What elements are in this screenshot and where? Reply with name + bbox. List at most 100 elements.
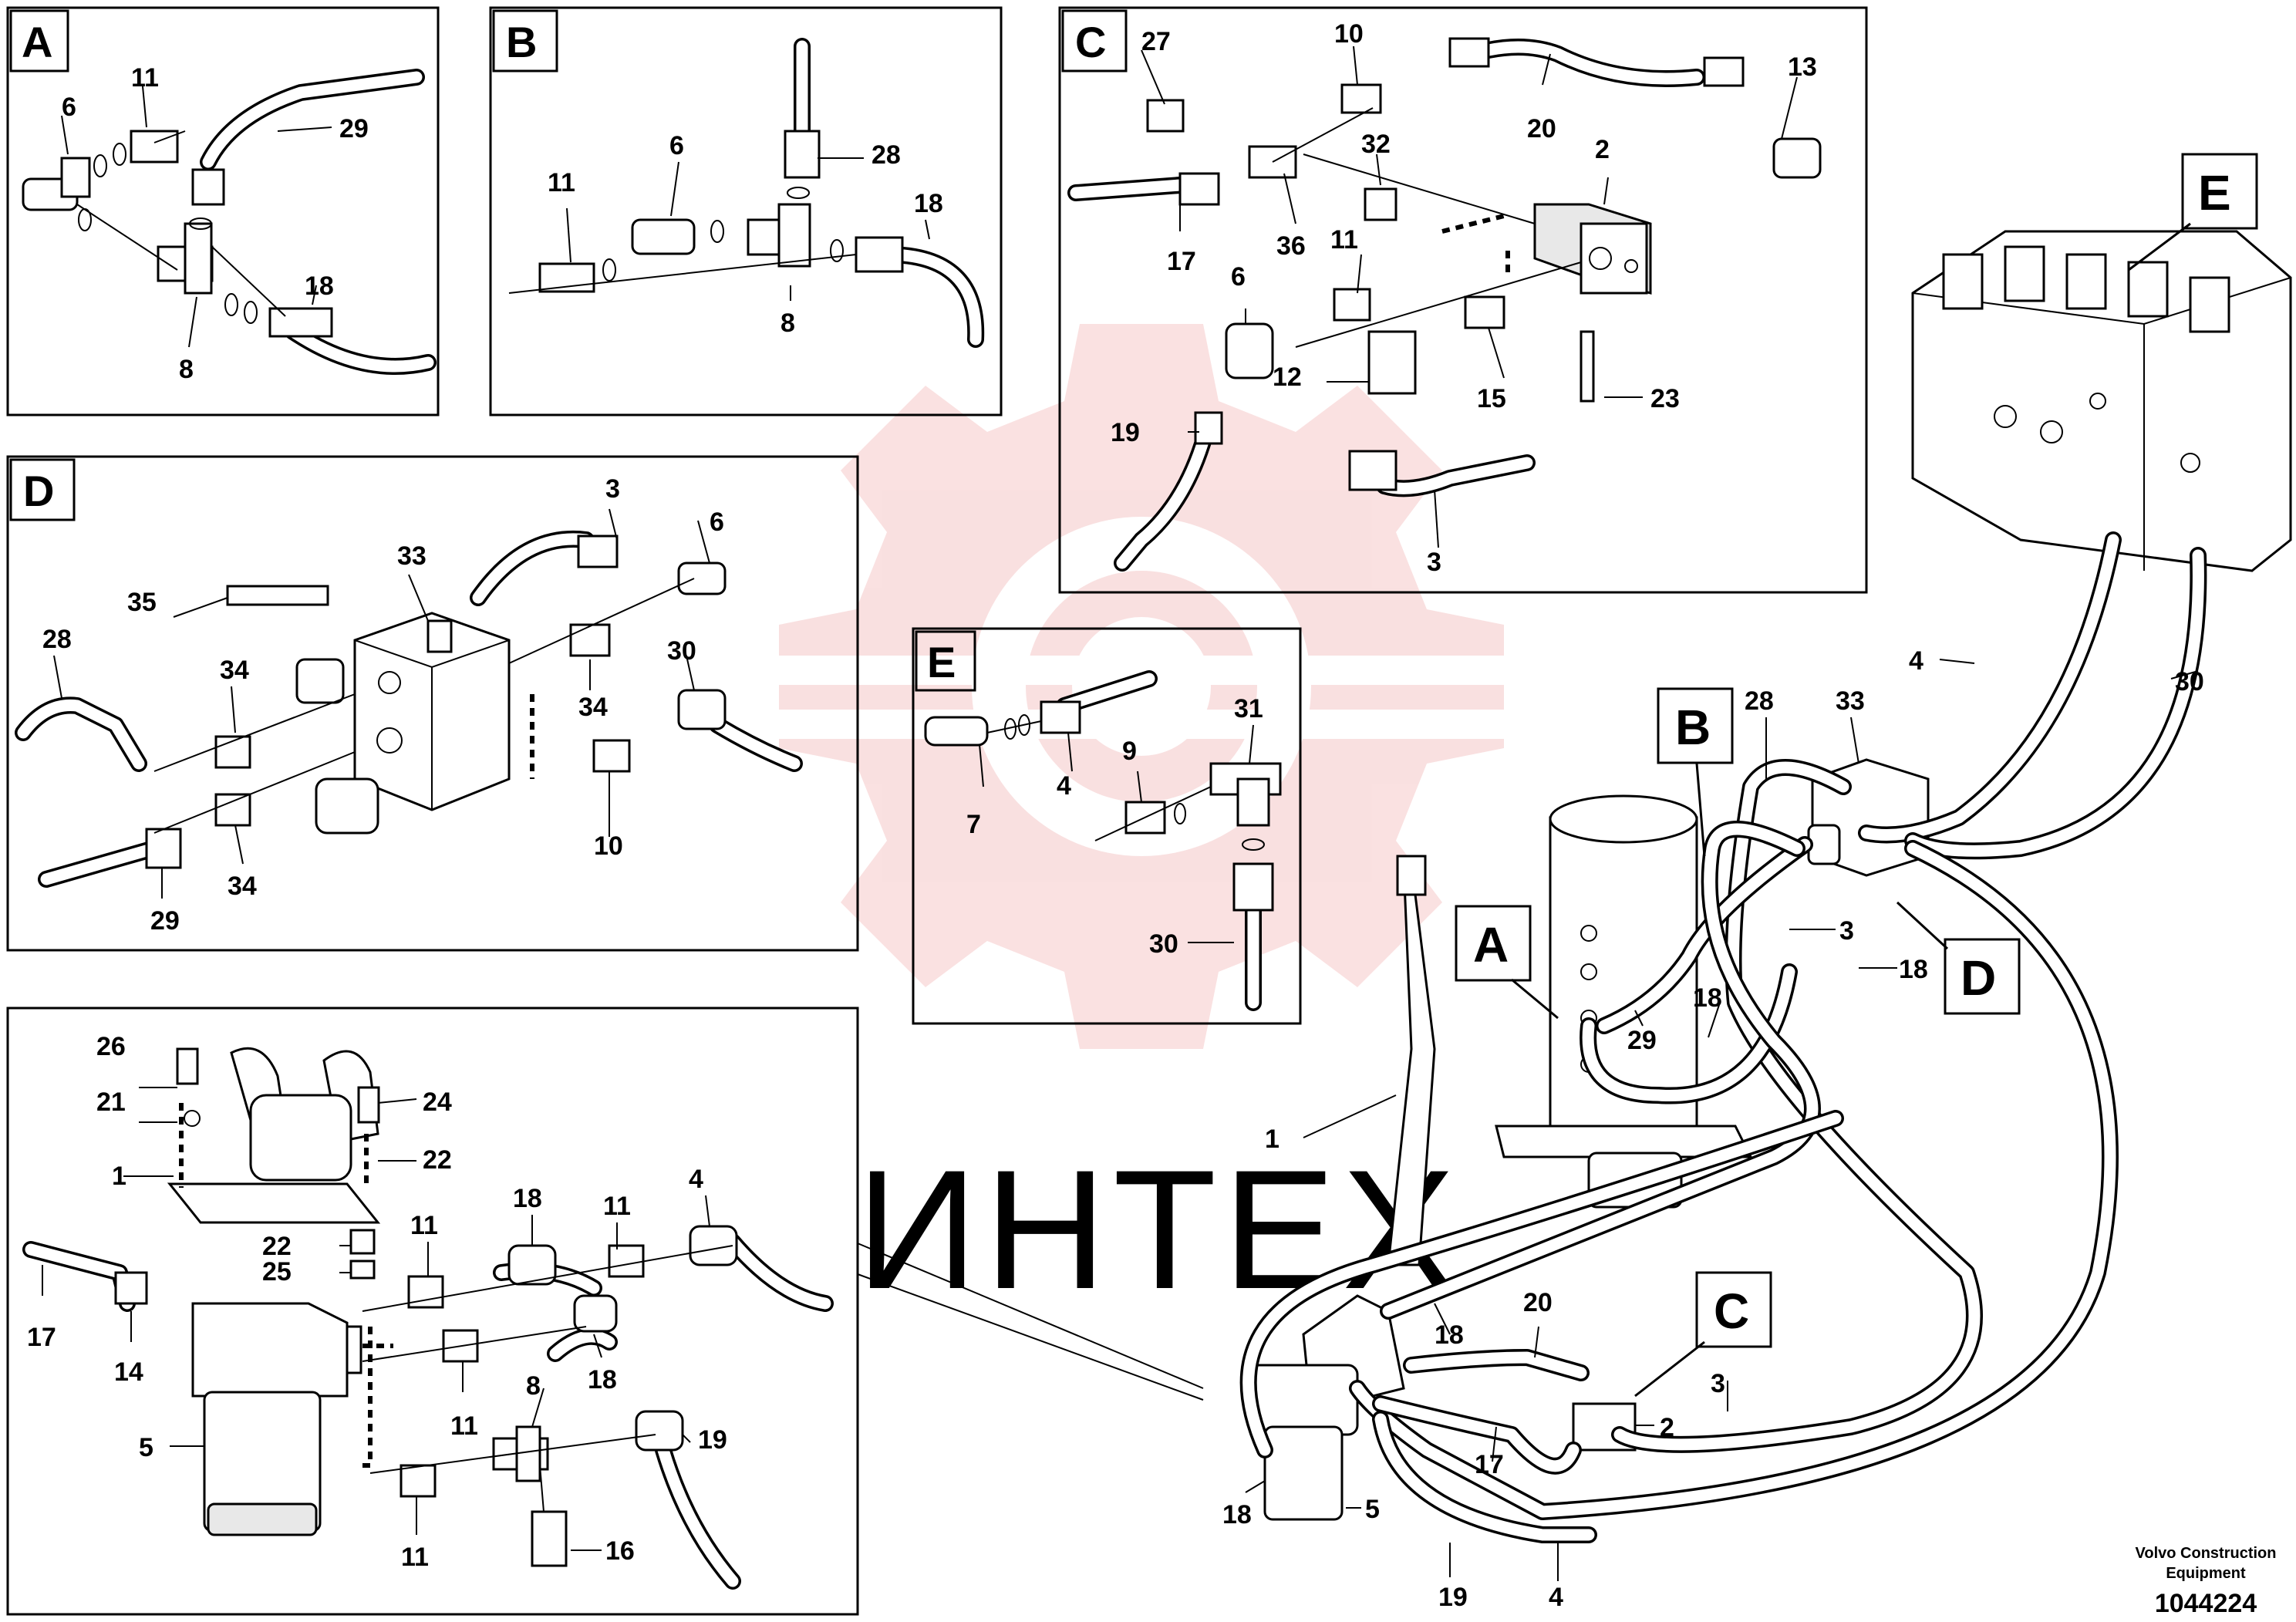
label-a-29: 29 <box>339 114 369 143</box>
label-d-35: 35 <box>127 588 157 617</box>
callout-b: B <box>1675 700 1711 755</box>
label-f-11: 11 <box>603 1192 631 1221</box>
label-f-26: 26 <box>96 1032 126 1061</box>
label-e-4: 4 <box>1057 771 1071 801</box>
label-d-6: 6 <box>710 508 724 537</box>
panel-a-letter: A <box>22 18 52 66</box>
label-f-18: 18 <box>513 1184 542 1213</box>
label-o-29: 29 <box>1627 1026 1657 1055</box>
label-o-18d: 18 <box>1222 1500 1252 1529</box>
label-b-6: 6 <box>669 131 684 160</box>
label-c-32: 32 <box>1361 130 1391 159</box>
label-c-20: 20 <box>1527 114 1556 143</box>
label-f-16: 16 <box>605 1536 635 1566</box>
label-o-28: 28 <box>1745 686 1774 716</box>
panel-d: D 3 6 33 35 28 34 34 30 10 <box>6 455 859 952</box>
label-c-17: 17 <box>1167 247 1196 276</box>
label-f-25: 25 <box>262 1257 292 1286</box>
callout-e: E <box>2198 165 2231 221</box>
panel-connector-lower <box>857 1273 1204 1401</box>
callout-c: C <box>1714 1283 1749 1339</box>
label-d-28: 28 <box>42 625 72 654</box>
label-d-34: 34 <box>220 656 249 685</box>
label-c-10: 10 <box>1334 19 1364 49</box>
label-f-17: 17 <box>27 1323 56 1352</box>
label-d-33: 33 <box>397 541 426 571</box>
label-f-14: 14 <box>114 1357 143 1387</box>
label-c-23: 23 <box>1650 384 1680 413</box>
callout-a: A <box>1473 917 1509 973</box>
label-o-33: 33 <box>1836 686 1865 716</box>
label-d-30: 30 <box>667 636 696 666</box>
label-a-8: 8 <box>179 355 194 384</box>
label-o-4: 4 <box>1909 646 1923 676</box>
panel-c-letter: C <box>1075 18 1106 66</box>
label-f-18b: 18 <box>588 1365 617 1394</box>
label-e-31: 31 <box>1234 694 1263 723</box>
document-number: 1044224 <box>2155 1589 2257 1618</box>
overview-assembly: E B D A C 4 30 28 33 3 18 29 18 1 18 20 … <box>1222 153 2292 1612</box>
label-o-18b: 18 <box>1693 983 1722 1013</box>
label-f-22: 22 <box>423 1145 452 1175</box>
label-c-19: 19 <box>1111 418 1140 447</box>
label-a-6: 6 <box>62 93 76 122</box>
label-f-21: 21 <box>96 1088 126 1117</box>
label-c-3: 3 <box>1427 548 1441 577</box>
panel-b: B 11 6 28 18 8 <box>489 6 1003 416</box>
watermark-text: ИНТЕХ <box>856 1135 1462 1324</box>
label-b-11: 11 <box>548 168 575 197</box>
label-f-8: 8 <box>526 1371 541 1401</box>
label-e-30: 30 <box>1149 929 1178 959</box>
label-f-11d: 11 <box>401 1543 429 1572</box>
label-a-11: 11 <box>131 63 159 93</box>
label-d-29: 29 <box>150 906 180 936</box>
label-b-8: 8 <box>781 309 795 338</box>
label-f-11c: 11 <box>450 1411 478 1441</box>
label-f-22b: 22 <box>262 1232 292 1261</box>
footer-brand-line1: Volvo Construction <box>2136 1545 2277 1562</box>
panel-b-letter: B <box>506 18 537 66</box>
label-e-7: 7 <box>966 810 981 839</box>
label-f-19: 19 <box>698 1425 727 1455</box>
label-o-2: 2 <box>1660 1413 1674 1442</box>
label-f-5: 5 <box>139 1433 153 1462</box>
panel-connector-upper <box>857 1243 1204 1389</box>
label-c-2: 2 <box>1595 135 1610 164</box>
label-c-12: 12 <box>1273 363 1302 392</box>
label-o-19: 19 <box>1438 1583 1468 1612</box>
label-f-24: 24 <box>423 1088 452 1117</box>
label-o-5: 5 <box>1365 1495 1380 1524</box>
label-f-11b: 11 <box>410 1211 438 1240</box>
label-o-18c: 18 <box>1435 1320 1464 1350</box>
label-b-28: 28 <box>872 140 901 170</box>
label-d-10: 10 <box>594 831 623 861</box>
label-o-18: 18 <box>1899 955 1928 984</box>
callout-d: D <box>1961 950 1996 1006</box>
label-o-17: 17 <box>1475 1450 1504 1479</box>
panel-steering-unit: 26 21 24 1 22 18 4 11 11 22 25 17 14 5 1… <box>6 1007 859 1616</box>
label-o-30: 30 <box>2175 667 2204 696</box>
panel-a: A 6 11 29 8 18 <box>6 6 440 416</box>
label-c-6: 6 <box>1231 262 1246 292</box>
label-f-1: 1 <box>112 1162 126 1191</box>
footer: Volvo Construction Equipment 1044224 <box>2136 1545 2277 1618</box>
footer-brand-line2: Equipment <box>2166 1565 2246 1582</box>
label-c-36: 36 <box>1276 231 1306 261</box>
steering-unit <box>1263 1425 1344 1521</box>
label-c-15: 15 <box>1477 384 1506 413</box>
panel-d-letter: D <box>23 467 54 515</box>
label-e-9: 9 <box>1122 737 1137 766</box>
label-c-11: 11 <box>1330 225 1358 255</box>
label-o-4b: 4 <box>1549 1583 1563 1612</box>
label-d-34c: 34 <box>228 872 257 901</box>
label-c-13: 13 <box>1788 52 1817 82</box>
label-o-1: 1 <box>1265 1125 1279 1154</box>
label-b-18: 18 <box>914 189 943 218</box>
label-c-27: 27 <box>1141 27 1171 56</box>
label-d-3: 3 <box>605 474 620 504</box>
label-o-20: 20 <box>1523 1288 1553 1317</box>
panel-e-letter: E <box>927 638 956 686</box>
label-f-4: 4 <box>689 1165 703 1194</box>
label-o-3b: 3 <box>1711 1369 1725 1398</box>
